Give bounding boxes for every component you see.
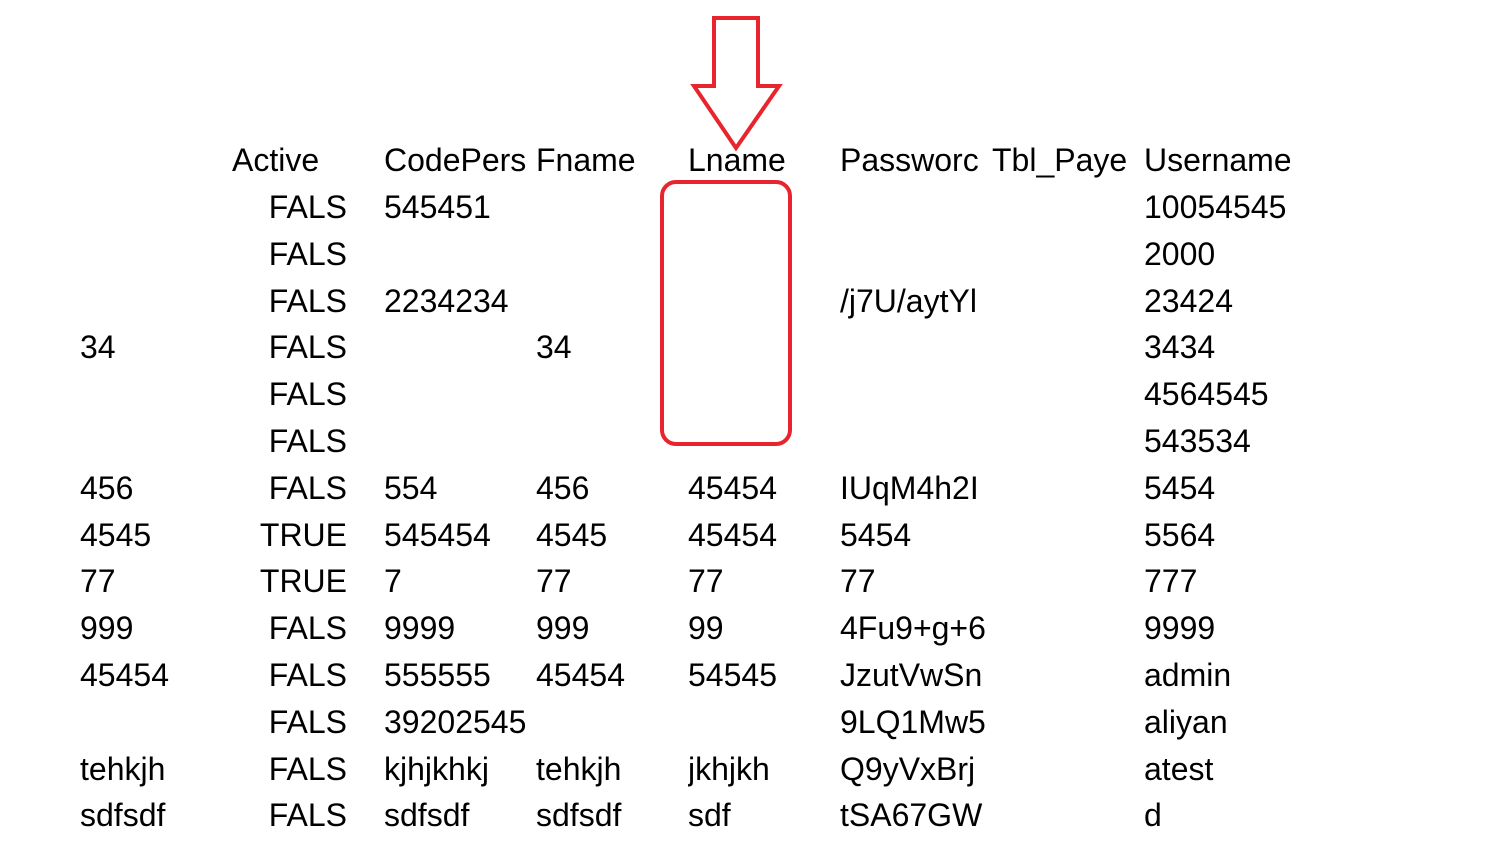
column-header: CodePers: [384, 142, 527, 178]
table-cell: 34: [536, 329, 572, 365]
table-cell: 77: [688, 563, 724, 599]
table-cell: 5564: [1144, 517, 1216, 553]
table-cell: 5454: [1144, 470, 1216, 506]
table-cell: IUqM4h2I: [840, 470, 979, 506]
table-cell: TRUE: [259, 517, 347, 553]
table-cell: FALS: [268, 423, 347, 459]
table-cell: 54545: [688, 657, 777, 693]
column-header: Lname: [688, 142, 786, 178]
table-cell: 2000: [1144, 236, 1216, 272]
table-cell: FALS: [268, 470, 347, 506]
table-cell: 555555: [384, 657, 491, 693]
table-cell: sdfsdf: [384, 797, 470, 833]
table-cell: sdfsdf: [80, 797, 166, 833]
table-cell: 99: [688, 610, 724, 646]
table-cell: 45454: [688, 470, 777, 506]
table-cell: 23424: [1144, 283, 1233, 319]
table-cell: 45454: [536, 657, 625, 693]
table-cell: 4545: [536, 517, 608, 553]
table-cell: 777: [1144, 563, 1198, 599]
table-cell: 999: [80, 610, 134, 646]
table-cell: FALS: [268, 797, 347, 833]
table-cell: 9999: [1144, 610, 1216, 646]
column-header: Fname: [536, 142, 636, 178]
table-cell: 4564545: [1144, 376, 1269, 412]
table-cell: jkhjkh: [688, 751, 770, 787]
table-cell: 554: [384, 470, 438, 506]
table-cell: tehkjh: [80, 751, 166, 787]
table-cell: FALS: [268, 704, 347, 740]
column-header: Tbl_Paye: [992, 142, 1128, 178]
table-cell: 77: [536, 563, 572, 599]
table-cell: Q9yVxBrj: [840, 751, 976, 787]
table-cell: 7: [384, 563, 402, 599]
table-cell: 3434: [1144, 329, 1216, 365]
table-cell: FALS: [268, 329, 347, 365]
table-cell: tehkjh: [536, 751, 622, 787]
table-cell: 39202545: [384, 704, 527, 740]
table-cell: aliyan: [1144, 704, 1228, 740]
table-cell: sdf: [688, 797, 731, 833]
table-cell: tSA67GW: [840, 797, 983, 833]
table-cell: 5454: [840, 517, 912, 553]
table-cell: 545451: [384, 189, 491, 225]
table-cell: kjhjkhkj: [384, 751, 489, 787]
table-cell: FALS: [268, 189, 347, 225]
table-cell: FALS: [268, 657, 347, 693]
table-cell: FALS: [268, 610, 347, 646]
table-cell: FALS: [268, 751, 347, 787]
table-cell: 34: [80, 329, 116, 365]
table-cell: 77: [840, 563, 876, 599]
table-cell: FALS: [268, 236, 347, 272]
table-cell: /j7U/aytYl: [840, 283, 977, 319]
column-header: Active: [232, 142, 320, 178]
table-cell: 45454: [80, 657, 169, 693]
column-header: Passworc: [840, 142, 979, 178]
table-cell: FALS: [268, 376, 347, 412]
table-cell: FALS: [268, 283, 347, 319]
table-cell: 2234234: [384, 283, 509, 319]
table-cell: 9LQ1Mw5: [840, 704, 986, 740]
table-cell: JzutVwSn: [840, 657, 983, 693]
table-cell: 543534: [1144, 423, 1251, 459]
table-cell: 545454: [384, 517, 491, 553]
table-cell: 4Fu9+g+6: [840, 610, 986, 646]
table-cell: 77: [80, 563, 116, 599]
table-cell: admin: [1144, 657, 1232, 693]
table-cell: 10054545: [1144, 189, 1287, 225]
table-cell: 999: [536, 610, 590, 646]
table-cell: atest: [1144, 751, 1214, 787]
table-cell: TRUE: [259, 563, 347, 599]
table-cell: d: [1144, 797, 1162, 833]
column-header: Usernamе: [1144, 142, 1290, 178]
table-cell: 9999: [384, 610, 456, 646]
table-cell: 456: [80, 470, 134, 506]
table-cell: 4545: [80, 517, 152, 553]
table-cell: sdfsdf: [536, 797, 622, 833]
table-cell: 45454: [688, 517, 777, 553]
table-cell: 456: [536, 470, 590, 506]
